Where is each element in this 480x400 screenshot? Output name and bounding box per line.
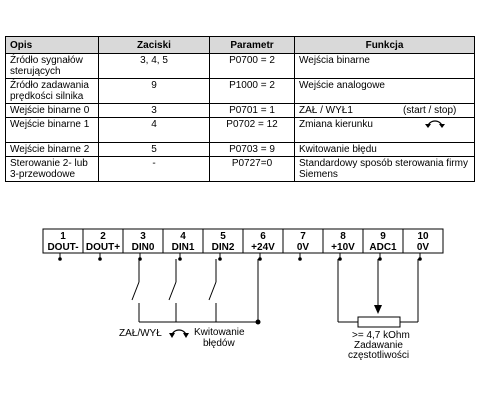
cell-zaciski: 9 <box>98 78 210 104</box>
cell-funkcja: Zmiana kierunku <box>294 117 475 143</box>
cell-opis: Sterowanie 2- lub 3-przewodowe <box>5 156 99 182</box>
terminal-box <box>402 228 444 254</box>
header-zaciski: Zaciski <box>98 36 210 54</box>
cell-zaciski: - <box>98 156 210 182</box>
label-pot-value: >= 4,7 kOhm <box>352 330 410 341</box>
parameter-table: Opis Zaciski Parametr Funkcja Źródło syg… <box>5 36 475 182</box>
cell-funkcja: Wejścia binarne <box>294 53 475 79</box>
cell-parametr: P0702 = 12 <box>209 117 295 143</box>
funkcja-text: ZAŁ / WYŁ1 <box>299 105 353 116</box>
cell-funkcja: Wejście analogowe <box>294 78 475 104</box>
terminal-label: ADC1 <box>369 242 397 253</box>
terminal-pin-dot <box>98 257 102 261</box>
terminal-number: 9 <box>380 231 386 242</box>
terminal-pin-dot <box>338 257 342 261</box>
cell-funkcja: Standardowy sposób sterowania firmy Siem… <box>294 156 475 182</box>
cell-opis: Źródło sygnałów sterujących <box>5 53 99 79</box>
terminal-6: 6+24V <box>242 228 284 261</box>
funkcja-text: Wejście analogowe <box>299 80 385 91</box>
terminal-label: +10V <box>331 242 355 253</box>
terminal-pin-dot <box>258 257 262 261</box>
terminal-block: 1DOUT-2DOUT+3DIN04DIN15DIN26+24V70V8+10V… <box>42 228 444 261</box>
funkcja-text: Zmiana kierunku <box>299 119 373 130</box>
terminal-box <box>122 228 164 254</box>
label-setpoint-1: Zadawanie <box>354 340 403 351</box>
terminal-8: 8+10V <box>322 228 364 261</box>
terminal-7: 70V <box>282 228 324 261</box>
terminal-box <box>42 228 84 254</box>
label-on-off: ZAŁ/WYŁ <box>119 328 162 339</box>
switch-wires <box>131 259 259 323</box>
label-setpoint-2: częstotliwości <box>348 350 409 361</box>
funkcja-text: Wejścia binarne <box>299 55 370 66</box>
terminal-label: DOUT- <box>47 242 78 253</box>
terminal-number: 6 <box>260 231 266 242</box>
terminal-number: 3 <box>140 231 146 242</box>
terminal-label: +24V <box>251 242 275 253</box>
terminal-label: 0V <box>297 242 310 253</box>
junction-dot <box>255 319 261 325</box>
terminal-label: DIN1 <box>172 242 195 253</box>
terminal-pin-dot <box>378 257 382 261</box>
funkcja-text: Kwitowanie błędu <box>299 144 377 155</box>
terminal-number: 4 <box>180 231 186 242</box>
terminal-pin-dot <box>178 257 182 261</box>
table-row: Źródło zadawania prędkości silnika 9 P10… <box>5 78 475 104</box>
table-row: Źródło sygnałów sterujących 3, 4, 5 P070… <box>5 53 475 79</box>
header-opis: Opis <box>5 36 99 54</box>
terminal-label: DIN2 <box>212 242 235 253</box>
cell-opis: Wejście binarne 1 <box>5 117 99 143</box>
terminal-number: 10 <box>417 231 429 242</box>
terminal-pin-dot <box>418 257 422 261</box>
terminal-box <box>322 228 364 254</box>
label-ack-1: Kwitowanie <box>194 327 245 338</box>
terminal-box <box>362 228 404 254</box>
terminal-label: DOUT+ <box>86 242 120 253</box>
table-row: Wejście binarne 1 4 P0702 = 12 Zmiana ki… <box>5 117 475 143</box>
terminal-label: DIN0 <box>132 242 155 253</box>
terminal-number: 2 <box>100 231 106 242</box>
cell-zaciski: 4 <box>98 117 210 143</box>
terminal-number: 5 <box>220 231 226 242</box>
label-ack-2: błędów <box>203 338 235 349</box>
table-row: Sterowanie 2- lub 3-przewodowe - P0727=0… <box>5 156 475 182</box>
direction-change-icon <box>169 329 189 338</box>
funkcja-text: Standardowy sposób sterowania firmy Siem… <box>299 158 468 180</box>
wiper-arrow <box>374 305 382 314</box>
terminal-pin-dot <box>218 257 222 261</box>
terminal-number: 7 <box>300 231 306 242</box>
funkcja-extra: (start / stop) <box>403 105 457 116</box>
direction-change-icon <box>425 120 445 128</box>
terminal-pin-dot <box>298 257 302 261</box>
cell-opis: Źródło zadawania prędkości silnika <box>5 78 99 104</box>
potentiometer <box>337 259 419 328</box>
terminal-number: 8 <box>340 231 346 242</box>
terminal-number: 1 <box>60 231 66 242</box>
terminal-pin-dot <box>58 257 62 261</box>
terminal-label: 0V <box>417 242 430 253</box>
terminal-box <box>282 228 324 254</box>
